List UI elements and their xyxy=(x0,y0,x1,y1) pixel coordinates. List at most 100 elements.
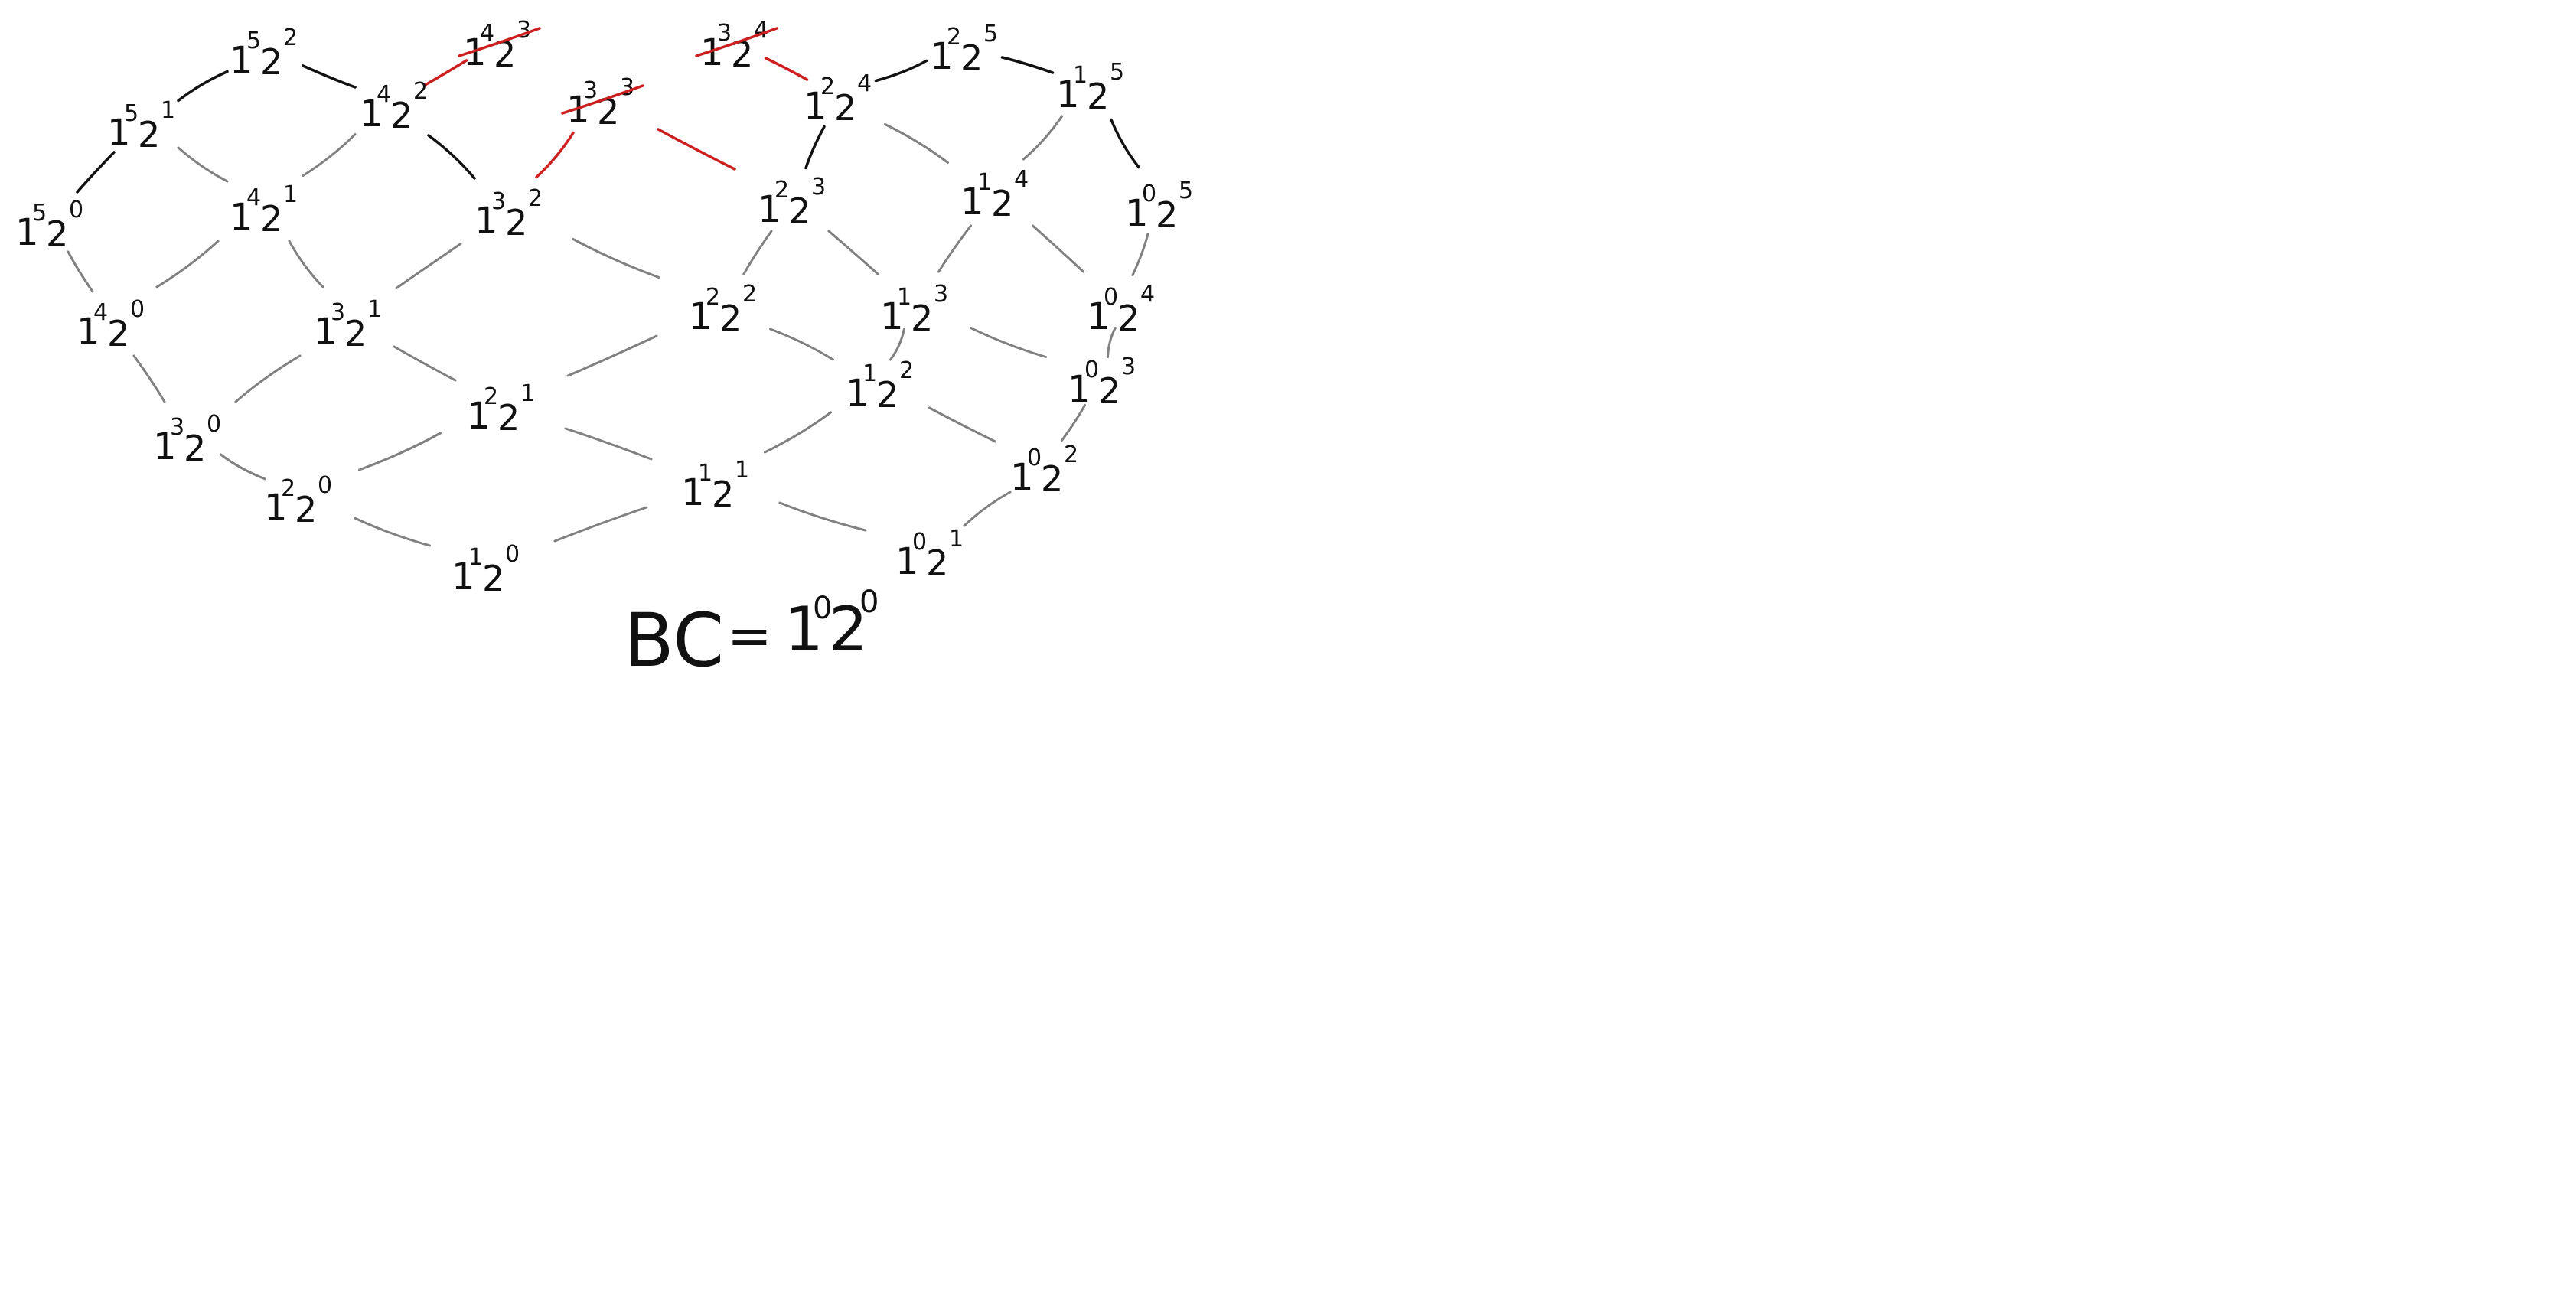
node-base-2: 2 xyxy=(138,114,160,155)
node-exp-2: 4 xyxy=(857,70,872,97)
node-base: 1 xyxy=(107,112,131,155)
node-base: 1 xyxy=(1056,73,1080,116)
node-exp-1: 2 xyxy=(706,284,720,311)
node-exp-1: 0 xyxy=(1027,445,1042,471)
lattice-edge xyxy=(769,328,834,361)
edge-layer xyxy=(67,56,1149,547)
lattice-edge xyxy=(1110,118,1140,169)
node-exp-1: 4 xyxy=(246,184,261,211)
node-base-2: 2 xyxy=(46,213,68,255)
lattice-edge xyxy=(553,506,648,543)
lattice-edge xyxy=(928,406,996,443)
formula-lhs: BC xyxy=(624,598,724,683)
node-exp-2: 3 xyxy=(811,174,826,200)
node-exp-1: 0 xyxy=(1142,181,1156,207)
node-exp-1: 2 xyxy=(774,177,789,204)
node-exp-2: 4 xyxy=(754,17,768,44)
node-base-2: 2 xyxy=(712,474,734,515)
node-base: 1 xyxy=(314,311,337,354)
node-exp-2: 3 xyxy=(517,17,531,44)
lattice-edge xyxy=(572,238,660,279)
node-exp-2: 2 xyxy=(899,357,914,384)
node-exp-1: 4 xyxy=(93,299,108,326)
lattice-edge xyxy=(564,427,653,461)
node-base: 1 xyxy=(264,487,288,530)
formula-exp-1: 0 xyxy=(813,591,832,626)
node-exp-1: 3 xyxy=(491,188,506,215)
bc-formula: BC = 1 0 2 0 xyxy=(624,585,879,683)
node-base-2: 2 xyxy=(788,191,810,232)
node-base: 1 xyxy=(1010,456,1034,499)
node-exp-1: 2 xyxy=(281,475,295,502)
node-exp-1: 3 xyxy=(583,77,598,104)
node-exp-1: 5 xyxy=(124,100,139,127)
node-base-2: 2 xyxy=(184,428,206,469)
lattice-edge xyxy=(67,250,94,293)
lattice-edge xyxy=(764,411,832,454)
lattice-edge xyxy=(1000,56,1055,74)
node-exp-1: 1 xyxy=(1073,62,1087,89)
node-exp-2: 2 xyxy=(1064,442,1078,468)
node-exp-1: 5 xyxy=(246,28,261,54)
node-exp-2: 5 xyxy=(983,21,998,47)
lattice-edge xyxy=(395,243,462,289)
lattice-edge xyxy=(302,64,357,89)
node-exp-1: 1 xyxy=(897,284,911,311)
struck-edge xyxy=(764,57,809,81)
node-exp-2: 2 xyxy=(742,281,757,308)
lattice-edge xyxy=(874,59,928,83)
lattice-edge xyxy=(1061,404,1086,442)
node-base: 1 xyxy=(758,188,781,231)
node-base-2: 2 xyxy=(260,41,282,83)
lattice-edge xyxy=(1022,115,1063,161)
lattice-edge xyxy=(234,354,302,403)
node-exp-1: 3 xyxy=(170,414,184,441)
node-exp-2: 2 xyxy=(283,24,298,51)
node-base-2: 2 xyxy=(295,489,317,530)
node-exp-2: 0 xyxy=(130,296,145,323)
lattice-edge xyxy=(1131,233,1149,276)
node-exp-1: 0 xyxy=(1084,357,1099,383)
node-exp-2: 1 xyxy=(520,380,535,407)
node-base: 1 xyxy=(360,93,383,135)
node-base-2: 2 xyxy=(107,313,129,354)
lattice-edge xyxy=(742,230,773,275)
lattice-edge xyxy=(963,491,1012,527)
node-exp-2: 3 xyxy=(620,74,634,101)
lattice-edge xyxy=(220,453,266,481)
node-exp-1: 2 xyxy=(484,383,498,410)
lattice-edge xyxy=(132,354,166,403)
formula-equals: = xyxy=(727,605,772,667)
node-exp-2: 0 xyxy=(207,411,221,438)
node-exp-2: 5 xyxy=(1179,178,1193,204)
node-exp-2: 0 xyxy=(505,541,520,568)
node-base-2: 2 xyxy=(260,198,282,240)
node-exp-2: 4 xyxy=(1140,281,1155,308)
node-exp-2: 4 xyxy=(1014,166,1029,193)
node-base: 1 xyxy=(1068,368,1091,411)
lattice-edge xyxy=(778,501,867,532)
node-exp-1: 4 xyxy=(480,20,494,47)
lattice-edge xyxy=(358,432,442,471)
node-exp-2: 2 xyxy=(528,185,543,212)
struck-edge xyxy=(423,59,468,86)
struck-edge xyxy=(535,131,575,179)
